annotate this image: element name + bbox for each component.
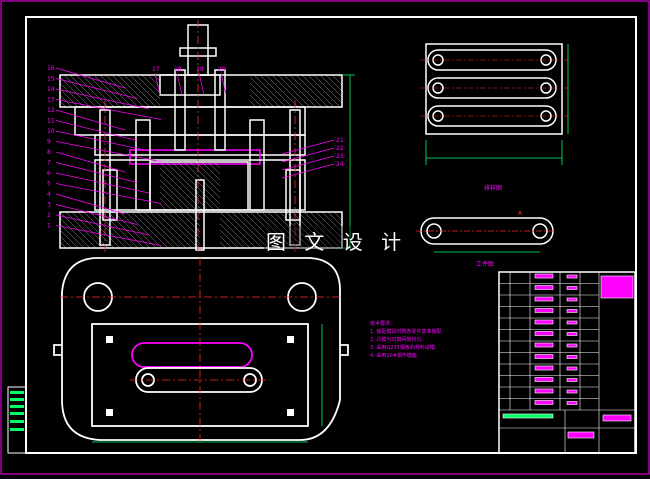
side-margin-block	[7, 386, 27, 454]
centerlines-plan	[60, 258, 340, 445]
part-number-9: 9	[47, 139, 51, 146]
svg-text:A: A	[518, 210, 523, 217]
notes-line-4: 4. 采用10#钢作模座.	[370, 353, 419, 359]
part-number-24: 24	[336, 161, 344, 168]
part-number-8: 8	[47, 149, 51, 156]
notes-line-3: 3. 采用Q235钢板的材料试模.	[370, 345, 437, 351]
die-plan-view	[53, 257, 349, 441]
watermark-text: 图 文 设 计	[264, 226, 410, 255]
part-number-11: 11	[47, 118, 55, 125]
part-number-23: 23	[336, 153, 344, 160]
part-number-1: 1	[47, 223, 51, 230]
title-block	[498, 271, 636, 454]
part-number-3: 3	[47, 202, 51, 209]
leader-lines-left	[55, 67, 162, 246]
part-number-13: 13	[47, 97, 55, 104]
part-number-7: 7	[47, 160, 51, 167]
part-number-4: 4	[47, 191, 51, 198]
strip-layout-view	[420, 43, 568, 135]
part-number-19: 19	[196, 66, 204, 73]
part-number-15: 15	[47, 76, 55, 83]
plan-screws	[106, 336, 294, 416]
part-number-17: 17	[152, 66, 160, 73]
view-caption-top: 排样图	[484, 184, 502, 192]
dimension-section	[342, 74, 355, 249]
part-number-22: 22	[336, 145, 344, 152]
part-number-6: 6	[47, 170, 51, 177]
side-margin-marks	[10, 391, 24, 431]
notes-title: 技术要求:	[370, 321, 392, 327]
view-caption-right: 工件图	[476, 260, 494, 268]
technical-notes: 技术要求: 1. 装配模具时按各零件基准装配. 2. 凸模与凹模间隙均匀. 3.…	[370, 320, 500, 360]
dimension-plan	[92, 324, 323, 443]
notes-line-1: 1. 装配模具时按各零件基准装配.	[370, 329, 443, 335]
part-number-12: 12	[47, 107, 55, 114]
part-number-labels-left: 16 15 14 13 12 11 10 9 8 7 6 5 4 3 2 1	[47, 65, 55, 230]
strip-dimensions	[425, 44, 569, 165]
part-number-labels-top: 17 18 19 20	[152, 66, 227, 96]
part-number-5: 5	[47, 181, 51, 188]
part-number-18: 18	[174, 66, 182, 73]
centerlines-section	[104, 20, 296, 255]
part-number-14: 14	[47, 86, 55, 93]
notes-line-2: 2. 凸模与凹模间隙均匀.	[370, 337, 423, 343]
part-number-2: 2	[47, 212, 51, 219]
part-number-21: 21	[336, 137, 344, 144]
section-hatching	[59, 74, 343, 249]
part-number-16: 16	[47, 65, 55, 72]
part-number-10: 10	[47, 128, 55, 135]
part-number-20: 20	[218, 66, 226, 73]
